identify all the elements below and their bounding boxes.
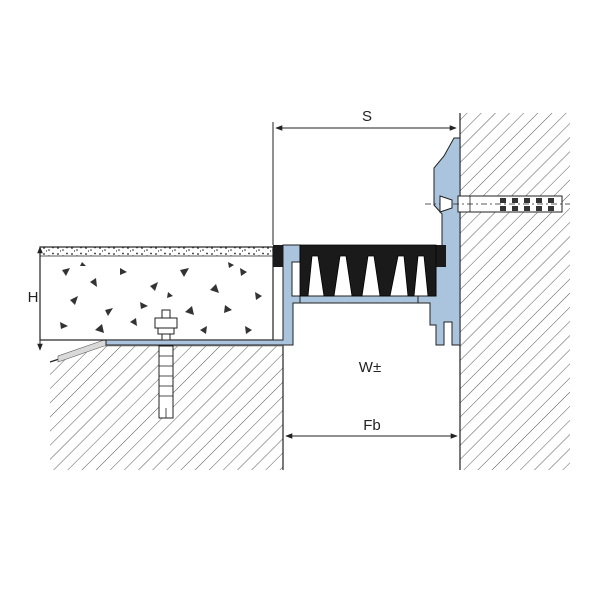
aggregate-flakes (60, 262, 262, 334)
label-s: S (362, 108, 372, 125)
label-h: H (28, 289, 39, 306)
right-profile (417, 137, 461, 346)
wall-dowel (425, 195, 570, 213)
right-wall (459, 113, 570, 470)
label-fb: Fb (363, 417, 381, 434)
label-w: W± (359, 359, 381, 376)
dimension-h: H (28, 246, 43, 351)
dimension-fb: Fb (285, 417, 458, 439)
dimension-s: S (272, 108, 457, 245)
center-cover-bar (299, 295, 419, 304)
concrete-topping (39, 246, 274, 341)
anchor-bolt (154, 309, 178, 419)
rubber-seal (299, 244, 437, 297)
